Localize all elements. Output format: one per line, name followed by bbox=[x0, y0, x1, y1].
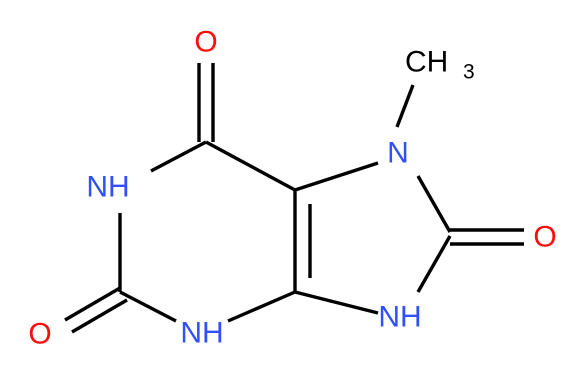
oxygen-bottom-label: O bbox=[28, 318, 51, 351]
bond-c5-n7 bbox=[294, 161, 379, 192]
bond-c6-c5 bbox=[205, 140, 296, 192]
bonds bbox=[64, 63, 524, 334]
bond-c6-n1 bbox=[150, 140, 207, 173]
methyl-label: CH 3 bbox=[405, 46, 475, 84]
bond-c2-o bbox=[64, 286, 121, 322]
nitrogen-3-label: NH bbox=[180, 317, 223, 350]
bond-n9-c4 bbox=[294, 290, 379, 315]
bond-n7-c8 bbox=[416, 175, 452, 233]
atom-labels: O O O N NH NH NH CH 3 bbox=[28, 26, 556, 351]
bond-c8-n9 bbox=[416, 235, 452, 293]
nitrogen-7-label: N bbox=[387, 137, 409, 170]
oxygen-right-label: O bbox=[533, 221, 556, 254]
bond-c2-n3 bbox=[119, 290, 177, 323]
nitrogen-1-label: NH bbox=[86, 171, 129, 204]
methyl-ch-text: CH bbox=[405, 46, 448, 79]
bond-c2-o-second bbox=[71, 298, 128, 334]
bond-n7-methyl bbox=[395, 84, 415, 128]
methyl-subscript: 3 bbox=[463, 61, 475, 84]
oxygen-top-label: O bbox=[194, 26, 217, 59]
bond-n3-c4 bbox=[227, 290, 296, 323]
nitrogen-9-label: NH bbox=[378, 301, 421, 334]
